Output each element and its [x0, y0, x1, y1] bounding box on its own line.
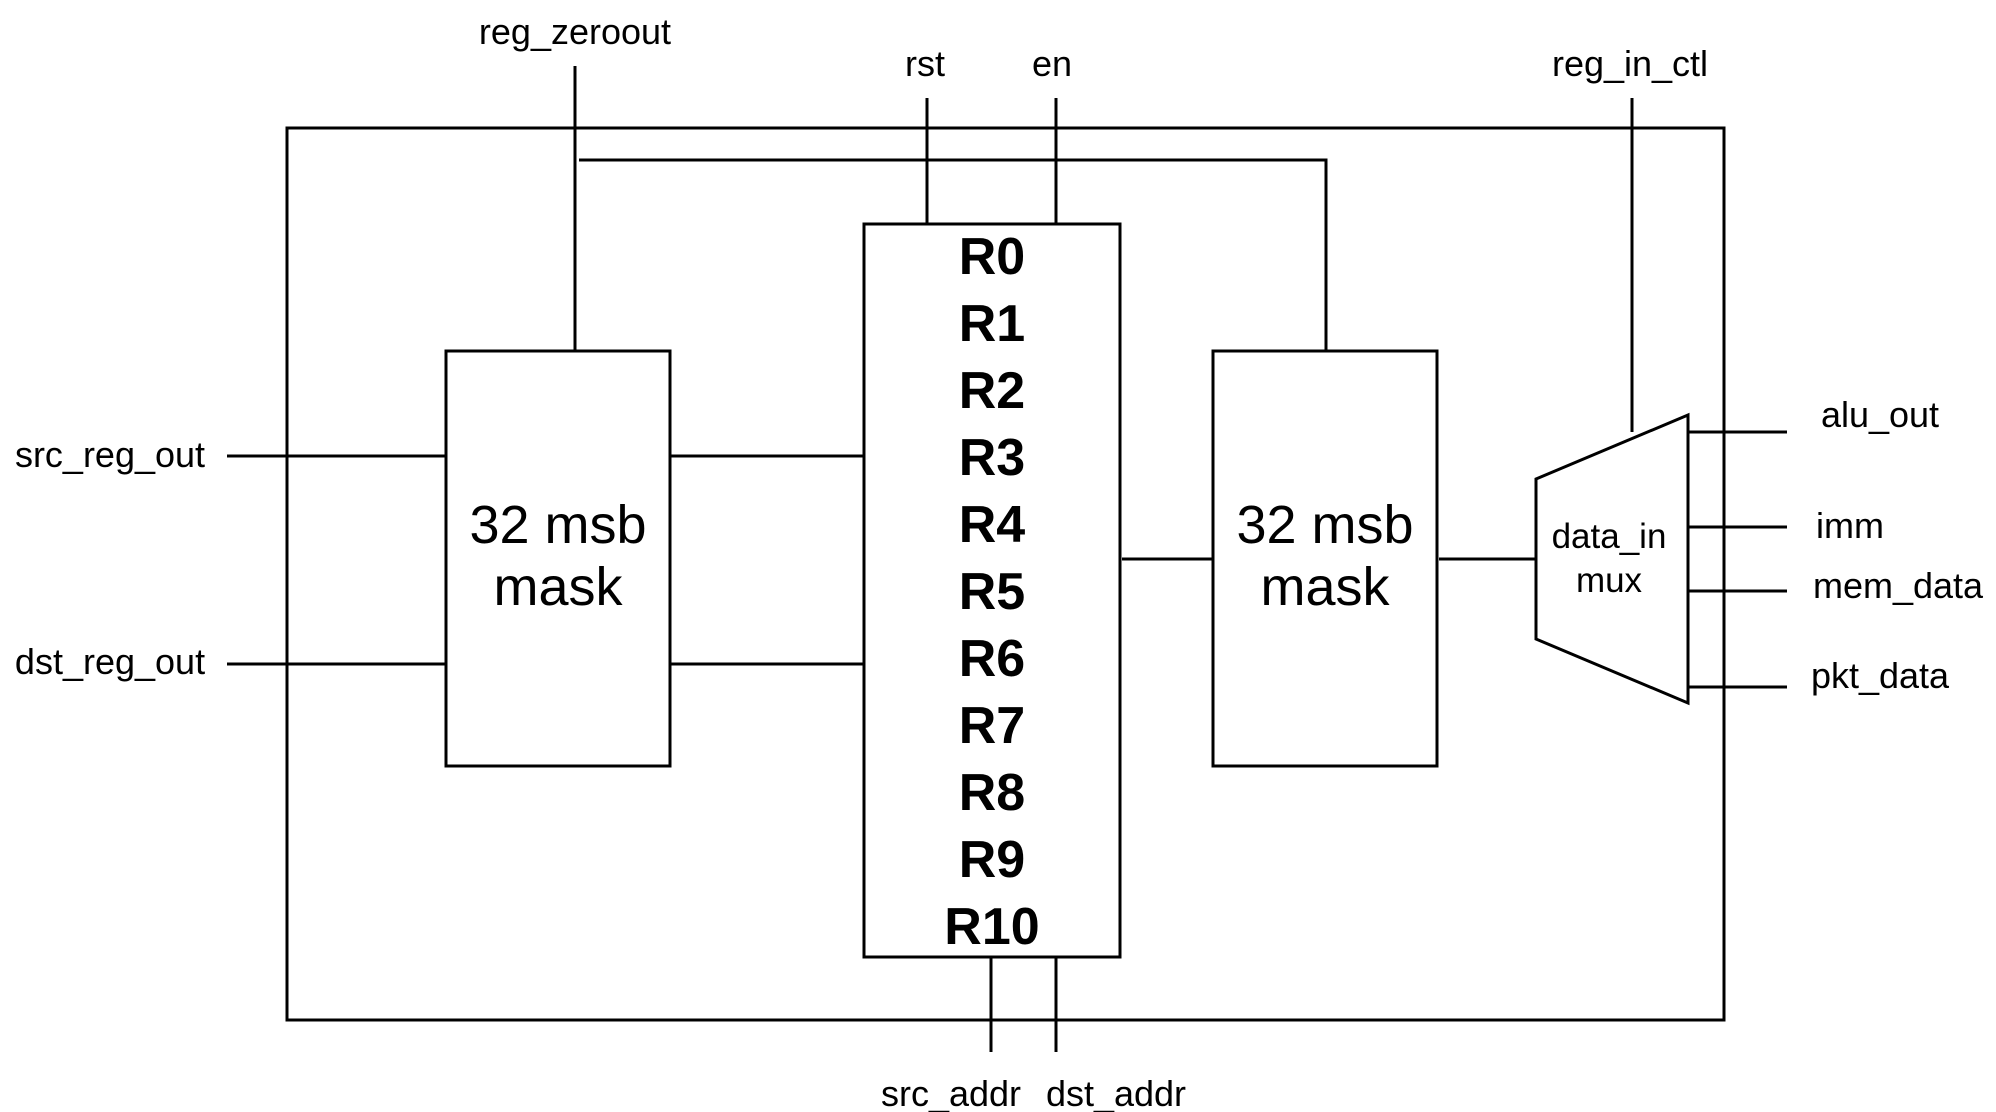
- register-r3: R3: [959, 429, 1025, 487]
- register-r10: R10: [944, 898, 1039, 956]
- left-mask-label-line2: mask: [493, 557, 623, 617]
- left-mask-block: [444, 349, 672, 768]
- label-dst-reg-out: dst_reg_out: [15, 641, 205, 682]
- right-mask-label-line1: 32 msb: [1236, 495, 1413, 555]
- register-r6: R6: [959, 630, 1025, 688]
- register-r9: R9: [959, 831, 1025, 889]
- right-mask-label-line2: mask: [1260, 557, 1390, 617]
- register-r7: R7: [959, 697, 1025, 755]
- zeroout-to-right-mask-wire: [579, 158, 1328, 351]
- label-reg-in-ctl: reg_in_ctl: [1552, 43, 1708, 84]
- label-reg-zeroout: reg_zeroout: [479, 11, 671, 52]
- label-src-reg-out: src_reg_out: [15, 434, 205, 475]
- data-in-mux-block: [1534, 412, 1690, 706]
- mux-label-line1: data_in: [1552, 517, 1667, 556]
- mux-label-line2: mux: [1576, 561, 1643, 600]
- right-mask-block: [1211, 349, 1439, 768]
- label-dst-addr: dst_addr: [1046, 1073, 1186, 1112]
- register-r8: R8: [959, 764, 1025, 822]
- label-src-addr: src_addr: [881, 1073, 1021, 1112]
- left-mask-label-line1: 32 msb: [469, 495, 646, 555]
- label-en: en: [1032, 43, 1072, 84]
- label-imm: imm: [1816, 505, 1884, 546]
- register-r0: R0: [959, 228, 1025, 286]
- register-r1: R1: [959, 295, 1025, 353]
- module-border: [285, 126, 1726, 1022]
- label-alu-out: alu_out: [1821, 394, 1939, 435]
- register-r5: R5: [959, 563, 1025, 621]
- register-r2: R2: [959, 362, 1025, 420]
- label-mem-data: mem_data: [1813, 565, 1984, 606]
- label-rst: rst: [905, 43, 945, 84]
- register-file-block: [862, 222, 1122, 959]
- label-pkt-data: pkt_data: [1811, 655, 1950, 696]
- register-r4: R4: [959, 496, 1026, 554]
